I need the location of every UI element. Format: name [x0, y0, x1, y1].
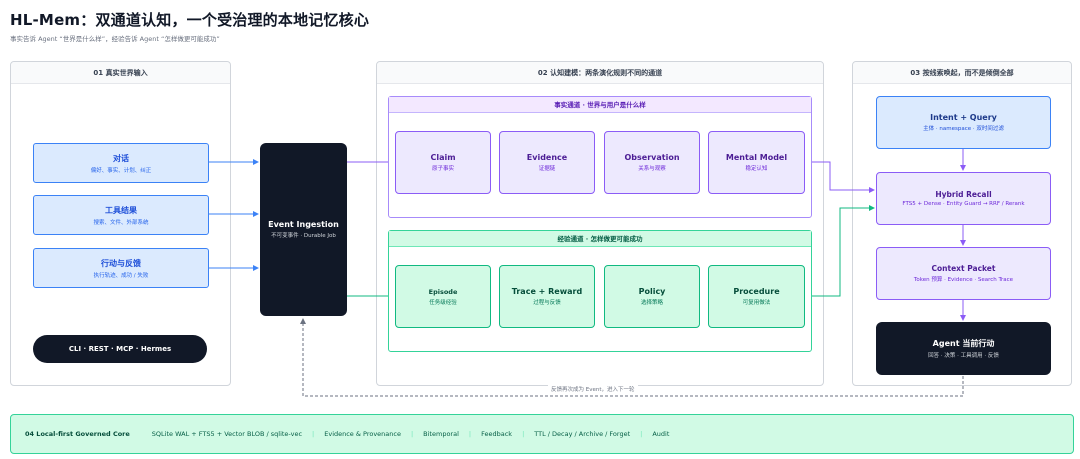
- intent-query-title: Intent + Query: [930, 113, 997, 122]
- recall-panel-title: 03 按线索唤起，而不是倾倒全部: [853, 62, 1071, 84]
- intent-query: Intent + Query 主体 · namespace · 双时间过滤: [876, 96, 1051, 149]
- context-packet: Context Packet Token 预算 · Evidence · Sea…: [876, 247, 1051, 300]
- core-item-evidence: Evidence & Provenance: [324, 430, 401, 438]
- fact-node-observation: Observation 关系与观察: [604, 131, 700, 194]
- core-separator: |: [522, 430, 525, 438]
- context-packet-subtitle: Token 预算 · Evidence · Search Trace: [913, 277, 1014, 283]
- governed-core-bar: 04 Local-first Governed Core SQLite WAL …: [10, 414, 1074, 454]
- mental-model-title: Mental Model: [725, 153, 788, 162]
- core-item-lifecycle: TTL / Decay / Archive / Forget: [534, 430, 631, 438]
- procedure-title: Procedure: [733, 287, 780, 296]
- core-item-audit: Audit: [652, 430, 670, 438]
- exp-node-policy: Policy 选择策略: [604, 265, 700, 328]
- fact-node-evidence: Evidence 证据链: [499, 131, 595, 194]
- policy-subtitle: 选择策略: [640, 300, 663, 306]
- page-subtitle: 事实告诉 Agent “世界是什么样”，经验告诉 Agent “怎样做更可能成功…: [10, 35, 220, 43]
- trace-reward-subtitle: 过程与反馈: [533, 300, 561, 306]
- page-title: HL-Mem：双通道认知，一个受治理的本地记忆核心: [10, 11, 370, 29]
- governed-core-title: 04 Local-first Governed Core: [25, 430, 130, 438]
- episode-subtitle: 任务级经验: [429, 299, 457, 306]
- input-actions-subtitle: 执行轨迹、成功 / 失败: [93, 272, 149, 279]
- arrow-procedure-hybrid: [805, 205, 875, 297]
- agent-action-title: Agent 当前行动: [932, 339, 995, 348]
- feedback-loop-label: 反馈再次成为 Event，进入下一轮: [548, 385, 638, 393]
- input-dialog-title: 对话: [113, 153, 129, 163]
- hybrid-recall-title: Hybrid Recall: [935, 190, 992, 199]
- agent-action-subtitle: 回答 · 决策 · 工具调用 · 反馈: [928, 353, 999, 359]
- model-panel-title: 02 认知建模：两条演化规则不同的通道: [377, 62, 823, 84]
- intent-query-subtitle: 主体 · namespace · 双时间过滤: [923, 126, 1004, 132]
- input-tools-title: 工具结果: [105, 205, 137, 215]
- agent-action: Agent 当前行动 回答 · 决策 · 工具调用 · 反馈: [876, 322, 1051, 375]
- exp-node-trace-reward: Trace + Reward 过程与反馈: [499, 265, 595, 328]
- observation-title: Observation: [624, 153, 680, 162]
- evidence-title: Evidence: [526, 153, 568, 162]
- policy-title: Policy: [638, 287, 666, 296]
- core-separator: |: [312, 430, 315, 438]
- core-separator: |: [640, 430, 643, 438]
- hybrid-recall: Hybrid Recall FTS5 + Dense · Entity Guar…: [876, 172, 1051, 225]
- procedure-subtitle: 可复用做法: [742, 300, 771, 306]
- episode-title: Episode: [428, 287, 458, 296]
- observation-subtitle: 关系与观察: [638, 166, 666, 172]
- exp-node-episode: Episode 任务级经验: [395, 265, 491, 328]
- event-ingestion-title: Event Ingestion: [268, 220, 339, 229]
- fact-node-mental-model: Mental Model 稳定认知: [708, 131, 805, 194]
- event-ingestion: Event Ingestion 不可变事件 · Durable Job: [260, 143, 347, 316]
- event-ingestion-subtitle: 不可变事件 · Durable Job: [271, 233, 336, 239]
- input-actions: 行动与反馈 执行轨迹、成功 / 失败: [33, 248, 209, 288]
- trace-reward-title: Trace + Reward: [511, 287, 583, 296]
- input-dialog: 对话 偏好、事实、计划、纠正: [33, 143, 209, 183]
- core-item-bitemporal: Bitemporal: [423, 430, 459, 438]
- core-separator: |: [468, 430, 472, 438]
- exp-node-procedure: Procedure 可复用做法: [708, 265, 805, 328]
- hybrid-recall-subtitle: FTS5 + Dense · Entity Guard → RRF / Rera…: [902, 201, 1025, 207]
- input-tools-subtitle: 搜索、文件、外部系统: [93, 219, 149, 226]
- claim-subtitle: 原子事实: [431, 166, 454, 172]
- input-tools: 工具结果 搜索、文件、外部系统: [33, 195, 209, 235]
- evidence-subtitle: 证据链: [538, 166, 556, 172]
- core-item-feedback: Feedback: [481, 430, 513, 438]
- interfaces-pill: CLI · REST · MCP · Hermes: [33, 335, 207, 363]
- arrow-model-hybrid: [805, 161, 875, 193]
- fact-channel-title: 事实通道 · 世界与用户是什么样: [389, 97, 811, 113]
- mental-model-subtitle: 稳定认知: [745, 166, 768, 172]
- context-packet-title: Context Packet: [931, 264, 996, 273]
- fact-node-claim: Claim 原子事实: [395, 131, 491, 194]
- core-item-storage: SQLite WAL + FTS5 + Vector BLOB / sqlite…: [151, 430, 303, 438]
- input-dialog-subtitle: 偏好、事实、计划、纠正: [90, 167, 152, 174]
- input-actions-title: 行动与反馈: [101, 258, 141, 268]
- experience-channel-title: 经验通道 · 怎样做更可能成功: [389, 231, 811, 247]
- feedback-loop: [300, 318, 964, 397]
- input-panel-title: 01 真实世界输入: [11, 62, 230, 84]
- core-separator: |: [410, 430, 414, 438]
- claim-title: Claim: [430, 153, 456, 162]
